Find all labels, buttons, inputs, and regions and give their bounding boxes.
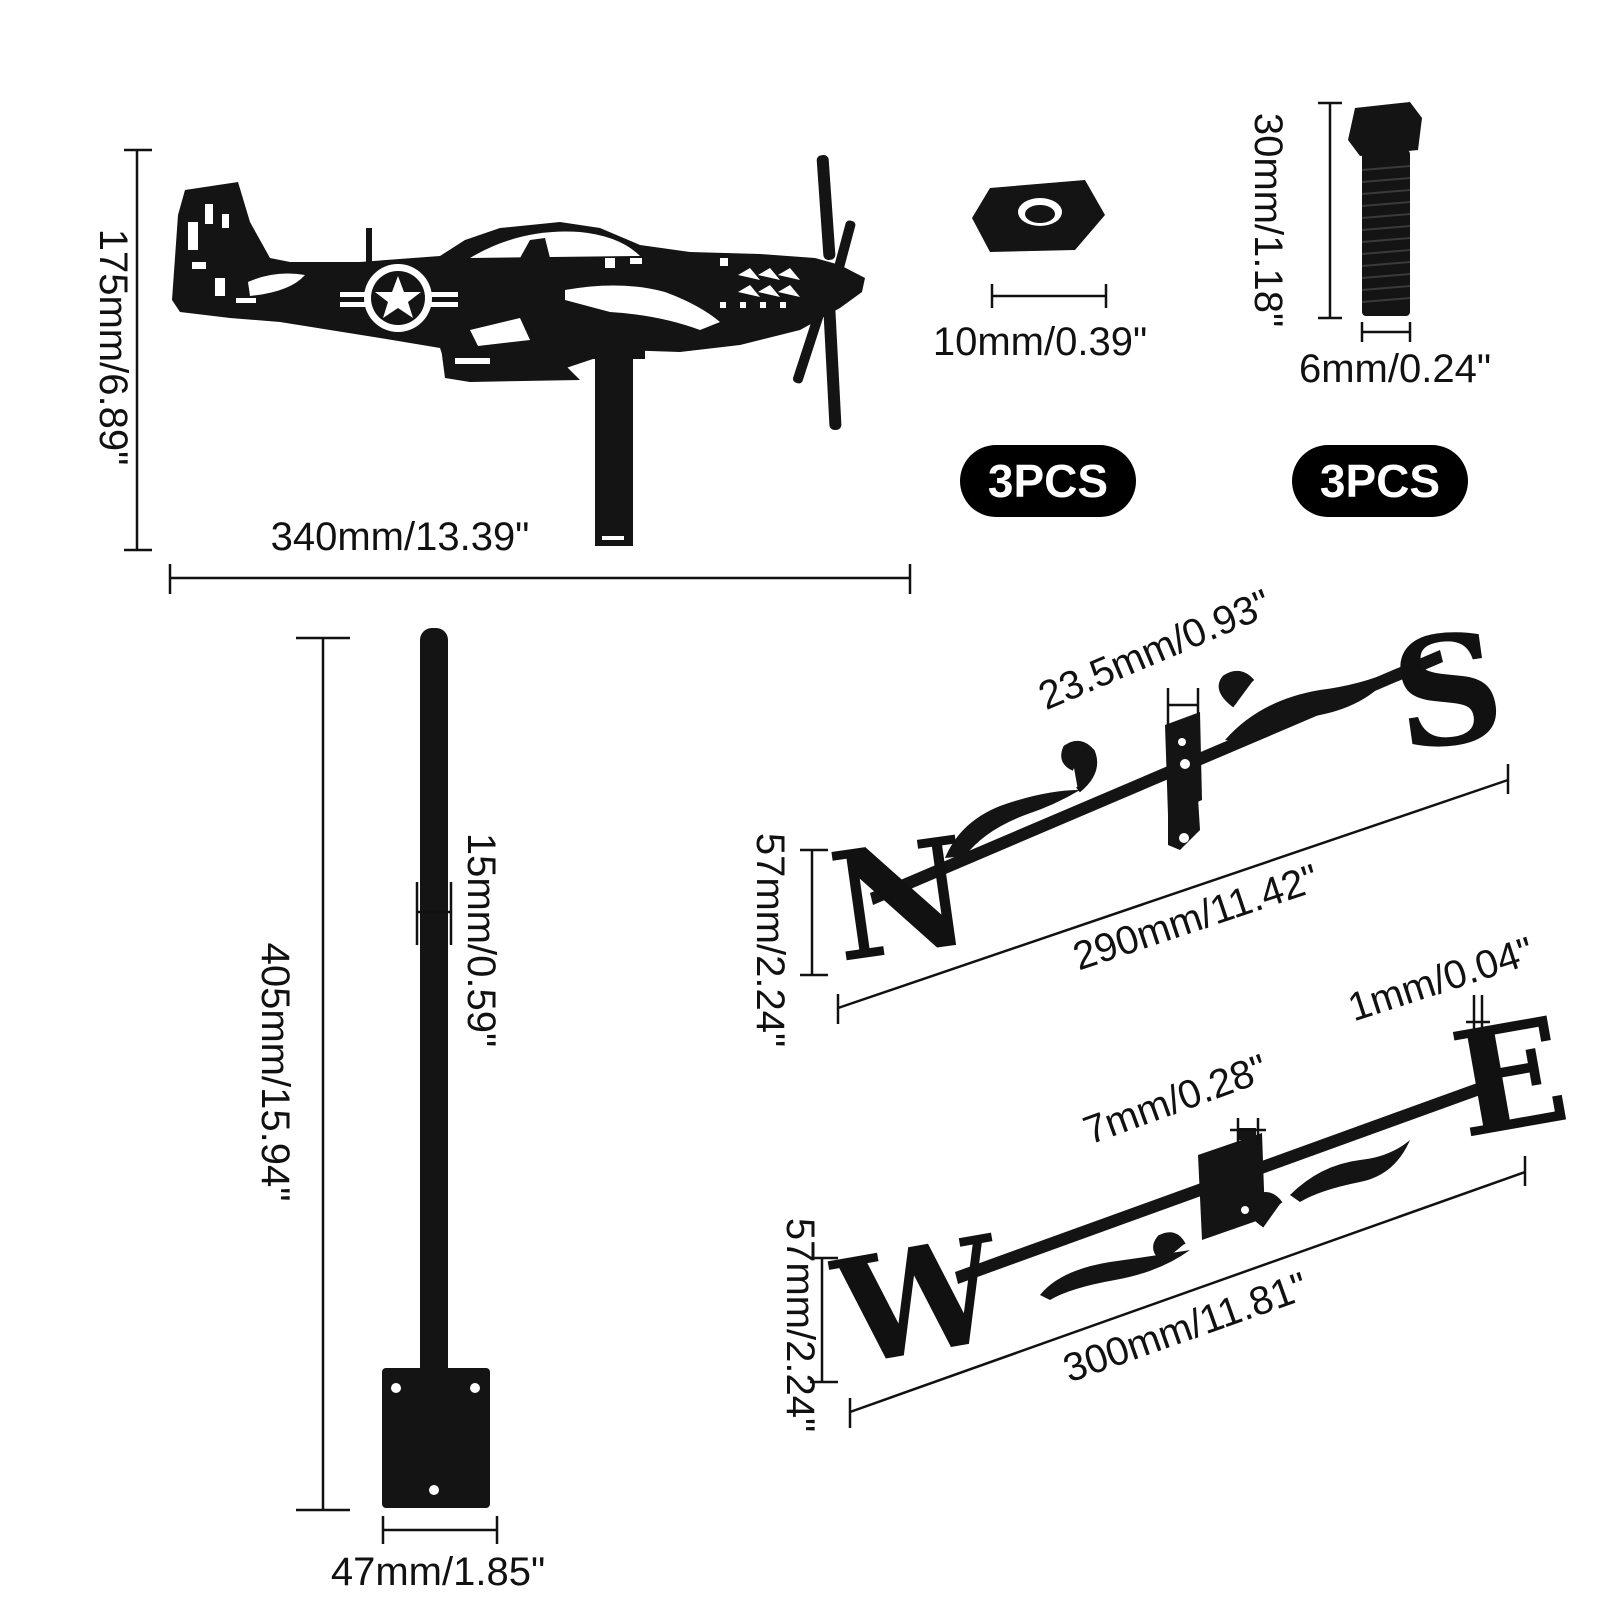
ns-bracket-dimension <box>1166 688 1200 725</box>
plane-silhouette <box>172 155 865 546</box>
hex-bolt <box>1348 102 1422 316</box>
we-height-label: 57mm/2.24" <box>778 1218 822 1432</box>
bolt-diameter-dimension <box>1360 322 1412 342</box>
ns-length-dimension <box>836 764 1510 1024</box>
west-east-arrow <box>955 1082 1483 1300</box>
plane-height-label: 175mm/6.89" <box>91 229 135 466</box>
ns-letter-s: S <box>1382 597 1514 786</box>
plane-width-dimension <box>168 564 912 594</box>
pole-base-width-label: 47mm/1.85" <box>331 1550 545 1594</box>
pole-height-dimension <box>296 636 350 1512</box>
we-height-dimension <box>810 1256 838 1384</box>
pole-base-width-dimension <box>381 1516 499 1544</box>
bolt-quantity-badge: 3PCS <box>1292 445 1468 517</box>
bolt-length-dimension <box>1318 101 1342 320</box>
nut-width-dimension <box>990 284 1108 308</box>
nut-quantity-badge: 3PCS <box>960 445 1136 517</box>
ns-letter-n: N <box>821 803 981 996</box>
we-bracket-dimension <box>1230 1118 1266 1145</box>
pole-diameter-label: 15mm/0.59" <box>459 833 503 1047</box>
ns-height-label: 57mm/2.24" <box>748 833 792 1047</box>
plane-height-dimension <box>124 148 152 552</box>
ns-height-dimension <box>800 848 828 977</box>
bolt-diameter-label: 6mm/0.24" <box>1299 347 1491 391</box>
ns-bracket-label: 23.5mm/0.93" <box>1032 581 1277 718</box>
nut-width-label: 10mm/0.39" <box>933 320 1147 364</box>
we-thickness-dimension <box>1466 995 1490 1035</box>
bolt-quantity-label: 3PCS <box>1320 455 1440 507</box>
nut-quantity-label: 3PCS <box>988 455 1108 507</box>
pole-diameter-dimension <box>415 882 453 945</box>
bolt-length-label: 30mm/1.18" <box>1246 113 1290 327</box>
plane-width-label: 340mm/13.39" <box>271 515 530 559</box>
we-letter-e: E <box>1441 985 1579 1172</box>
north-south-arrow <box>870 650 1443 905</box>
we-length-dimension <box>848 1156 1527 1428</box>
we-letter-w: W <box>822 1204 1016 1400</box>
mounting-pole <box>382 628 490 1508</box>
hex-nut <box>972 180 1105 252</box>
pole-height-label: 405mm/15.94" <box>253 943 297 1202</box>
